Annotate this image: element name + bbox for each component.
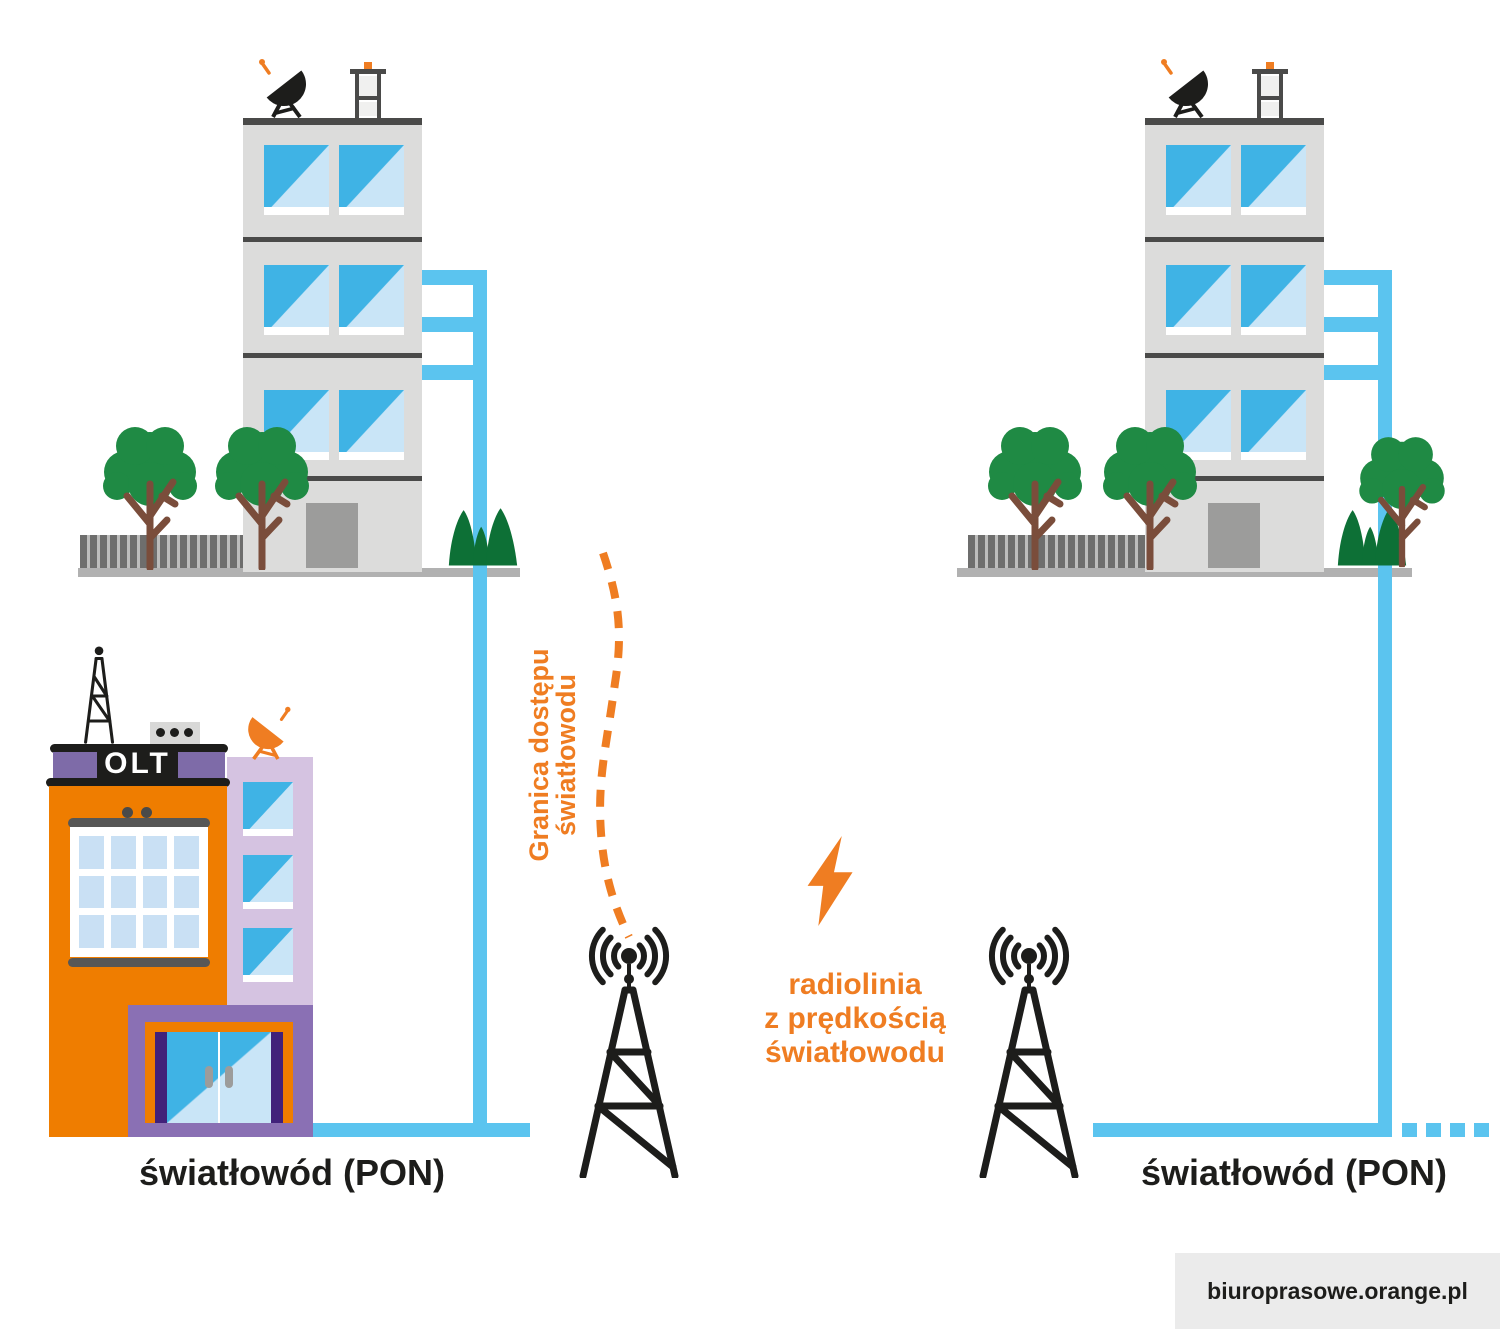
- roof-equipment-box: [150, 722, 200, 744]
- ground-line-left: [78, 568, 520, 577]
- window: [339, 390, 404, 460]
- olt-sign-label: OLT: [104, 747, 171, 780]
- fiber-line-horizontal-left: [311, 1123, 530, 1137]
- cell-antenna-icon: [350, 62, 386, 118]
- window: [243, 782, 293, 836]
- fiber-branch: [422, 270, 487, 285]
- fiber-branch: [422, 317, 487, 332]
- boundary-label: Granica dostępu światłowodu: [524, 648, 581, 862]
- door-handle: [205, 1066, 213, 1088]
- window: [339, 145, 404, 215]
- floor-separator: [1145, 476, 1324, 481]
- awning-bar: [68, 818, 210, 828]
- boundary-label-line1: Granica dostępu: [524, 648, 554, 862]
- ground-line-right: [957, 568, 1412, 577]
- fiber-dash: [1474, 1123, 1489, 1137]
- window: [1166, 145, 1231, 215]
- radio-tower-icon: [569, 920, 689, 1178]
- radio-link-label-line3: światłowodu: [765, 1036, 945, 1069]
- roof-band: [243, 118, 422, 125]
- fiber-branch: [1324, 365, 1392, 380]
- facade-dot: [141, 807, 152, 818]
- watermark-text: biuroprasowe.orange.pl: [1207, 1277, 1468, 1304]
- window: [1166, 265, 1231, 335]
- tree-icon: [1095, 420, 1205, 570]
- lattice-antenna-icon: [78, 646, 122, 746]
- cell-antenna-icon: [1252, 62, 1288, 118]
- olt-window: [70, 827, 208, 957]
- olt-sign: OLT: [97, 745, 178, 783]
- fiber-boundary-dashed-line: [596, 551, 633, 939]
- window: [1241, 390, 1306, 460]
- door-side-strip: [271, 1032, 283, 1123]
- radio-link-label: radiolinia z prędkością światłowodu: [705, 968, 1005, 1070]
- floor-separator: [1145, 353, 1324, 358]
- window: [339, 265, 404, 335]
- tree-icon: [207, 420, 317, 570]
- satellite-dish-orange-icon: [241, 704, 295, 760]
- floor-separator: [1145, 237, 1324, 242]
- window-base-bar: [68, 958, 210, 967]
- door-handle: [225, 1066, 233, 1088]
- fence-right: [968, 535, 1145, 568]
- fiber-line-vertical-right: [1378, 270, 1392, 1137]
- fiber-line-vertical-left: [473, 270, 487, 1137]
- floor-separator: [243, 476, 422, 481]
- fiber-dash: [1426, 1123, 1441, 1137]
- satellite-dish-icon: [254, 56, 314, 118]
- floor-separator: [243, 353, 422, 358]
- fiber-branch: [1324, 270, 1392, 285]
- fiber-label-left: światłowód (PON): [139, 1152, 445, 1193]
- window: [264, 145, 329, 215]
- radio-link-label-line2: z prędkością: [764, 1002, 946, 1035]
- tree-icon: [95, 420, 205, 570]
- watermark-box: biuroprasowe.orange.pl: [1175, 1253, 1500, 1329]
- window: [243, 928, 293, 982]
- tree-icon: [1352, 428, 1452, 570]
- door-side-strip: [155, 1032, 167, 1123]
- fiber-dash: [1402, 1123, 1417, 1137]
- entrance-door: [1208, 503, 1260, 568]
- fiber-branch: [422, 365, 487, 380]
- window: [1241, 265, 1306, 335]
- facade-dot: [122, 807, 133, 818]
- entrance-door: [306, 503, 358, 568]
- fiber-label-right: światłowód (PON): [1141, 1152, 1447, 1193]
- fiber-line-horizontal-right: [1093, 1123, 1392, 1137]
- radio-link-label-line1: radiolinia: [788, 968, 922, 1001]
- tree-icon: [980, 420, 1090, 570]
- door-divider: [218, 1032, 220, 1123]
- bush-icon: [447, 502, 519, 568]
- fiber-branch: [1324, 317, 1392, 332]
- fence-left: [80, 535, 243, 568]
- boundary-label-line2: światłowodu: [551, 674, 581, 837]
- fiber-dash: [1450, 1123, 1465, 1137]
- window: [1241, 145, 1306, 215]
- lightning-icon: [803, 836, 863, 926]
- floor-separator: [243, 237, 422, 242]
- satellite-dish-icon: [1156, 56, 1216, 118]
- roof-band: [1145, 118, 1324, 125]
- window: [243, 855, 293, 909]
- window: [264, 265, 329, 335]
